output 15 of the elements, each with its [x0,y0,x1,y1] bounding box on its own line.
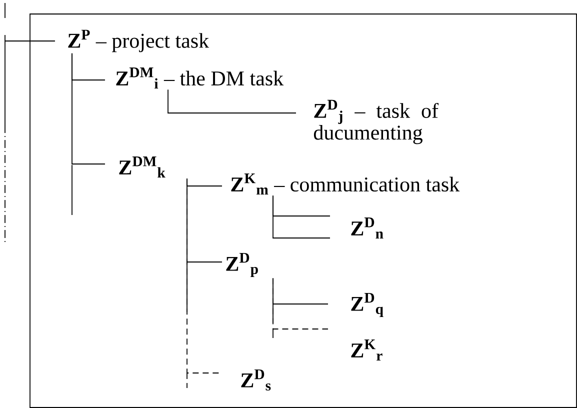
tree-connector [272,278,328,330]
task-label: $\textbf{Z}^{\textbf{K}}{}_{\textbf{r}}$ [351,340,382,360]
task-label: $\textbf{Z}^{\textbf{D}}{}_{\textbf{q}}$ [351,292,384,318]
task-label: $\textbf{Z}^{\textbf{D}}{}_{\textbf{p}}$ [226,252,258,278]
tree-connector [4,40,56,42]
tree-connector [72,52,106,164]
task-label: $\textbf{Z}^{\textbf{D}}{}_{\textbf{n}}$ [351,218,384,238]
task-label: $\textbf{Z}^{\textbf{D}}{}_{\textbf{s}}$ [241,369,271,391]
tree-connector [168,89,296,114]
task-label: $\textbf{Z}^{\textbf{DM}}{}_{\textbf{i}}$ – the DM task [116,68,284,88]
task-label: $\textbf{Z}^{\textbf{DM}}{}_{\textbf{k}}$ [119,156,166,178]
task-label: $\textbf{Z}^{\textbf{K}}{}_{\textbf{m}}$ – communication task [231,174,460,194]
tree-connector [272,195,330,238]
task-label: $\textbf{Z}^{\textbf{P}}$ – project task [68,30,210,52]
task-label: $\textbf{Z}^{\textbf{D}}{}_{\textbf{j}}$ – task of ducumenting [314,100,438,144]
